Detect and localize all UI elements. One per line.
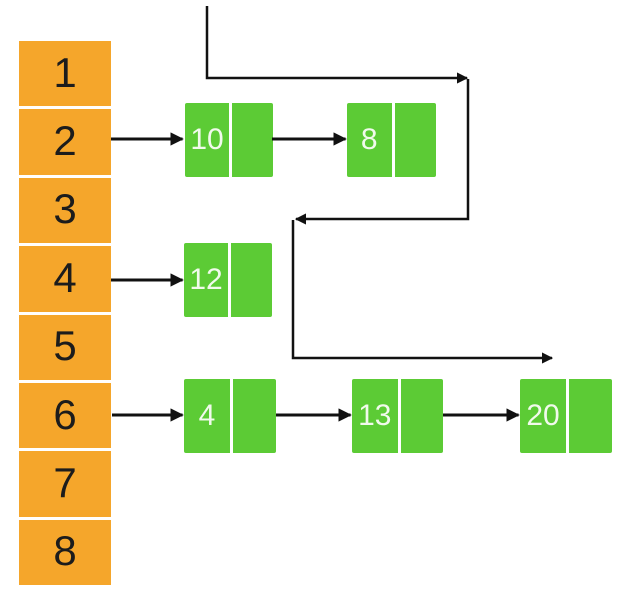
bucket-cell-2: 2: [19, 106, 111, 175]
node-value: 13: [358, 399, 392, 432]
bucket-label: 3: [53, 185, 77, 233]
node-13-data-field: 13: [352, 379, 398, 453]
bucket-label: 1: [53, 48, 77, 96]
node-4-data-field: 4: [184, 379, 230, 453]
node-4: 4: [184, 379, 276, 453]
node-20-next-field: [569, 379, 612, 453]
bucket-cell-8: 8: [19, 516, 111, 585]
node-13: 13: [352, 379, 443, 453]
node-8: 8: [347, 103, 436, 177]
node-value: 20: [526, 399, 560, 432]
node-8-next-field: [394, 103, 436, 177]
bucket-cell-3: 3: [19, 174, 111, 244]
node-12-data-field: 12: [184, 243, 228, 317]
node-12: 12: [184, 243, 272, 317]
bucket-label: 4: [53, 253, 77, 301]
node-10-next-field: [232, 103, 273, 177]
bucket-label: 5: [53, 322, 77, 370]
node-8-data-field: 8: [347, 103, 392, 177]
bucket-label: 7: [53, 458, 77, 506]
node-value: 8: [360, 123, 378, 156]
bucket-label: 6: [53, 390, 77, 438]
elbow-arrow-down-right: [291, 220, 554, 364]
node-12-next-field: [231, 243, 272, 317]
node-10: 10: [185, 103, 273, 177]
bucket-cell-6: 6: [19, 379, 111, 449]
node-value: 4: [198, 399, 216, 432]
bucket-cell-7: 7: [19, 448, 111, 517]
node-4-next-field: [233, 379, 276, 453]
bucket-cell-4: 4: [19, 243, 111, 312]
node-value: 10: [190, 123, 224, 156]
node-13-next-field: [400, 379, 443, 453]
node-value: 12: [189, 263, 223, 296]
bucket-label: 2: [53, 117, 77, 165]
node-20-data-field: 20: [520, 379, 566, 453]
node-10-data-field: 10: [185, 103, 229, 177]
elbow-arrow-top-right: [205, 6, 469, 84]
bucket-label: 8: [53, 527, 77, 575]
bucket-cell-5: 5: [19, 311, 111, 380]
node-20: 20: [520, 379, 612, 453]
bucket-cell-1: 1: [19, 41, 111, 107]
bucket-array: 1 2 3 4 5 6 7 8: [19, 41, 111, 585]
